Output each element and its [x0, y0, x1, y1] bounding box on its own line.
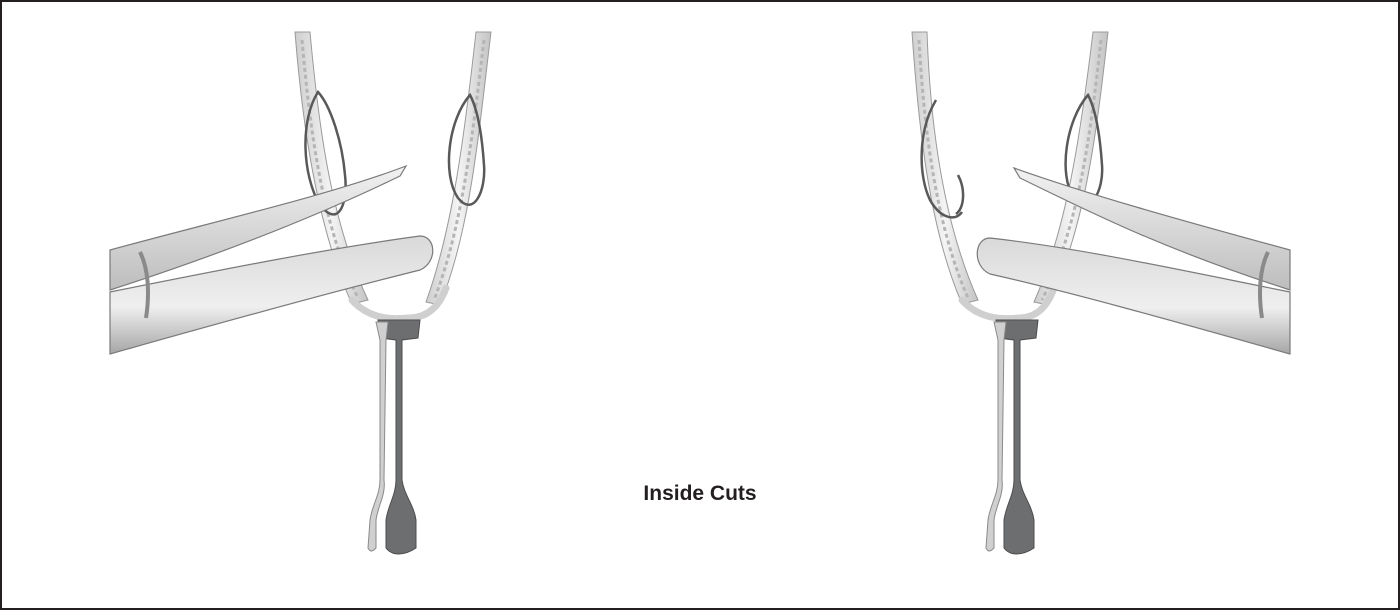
- left-panel: [110, 32, 491, 554]
- left-retainer-clip: [368, 320, 420, 554]
- right-retainer-clip: [986, 320, 1038, 554]
- diagram-caption: Inside Cuts: [600, 482, 800, 506]
- right-panel: [912, 32, 1290, 554]
- left-suture-strap-right: [426, 32, 491, 305]
